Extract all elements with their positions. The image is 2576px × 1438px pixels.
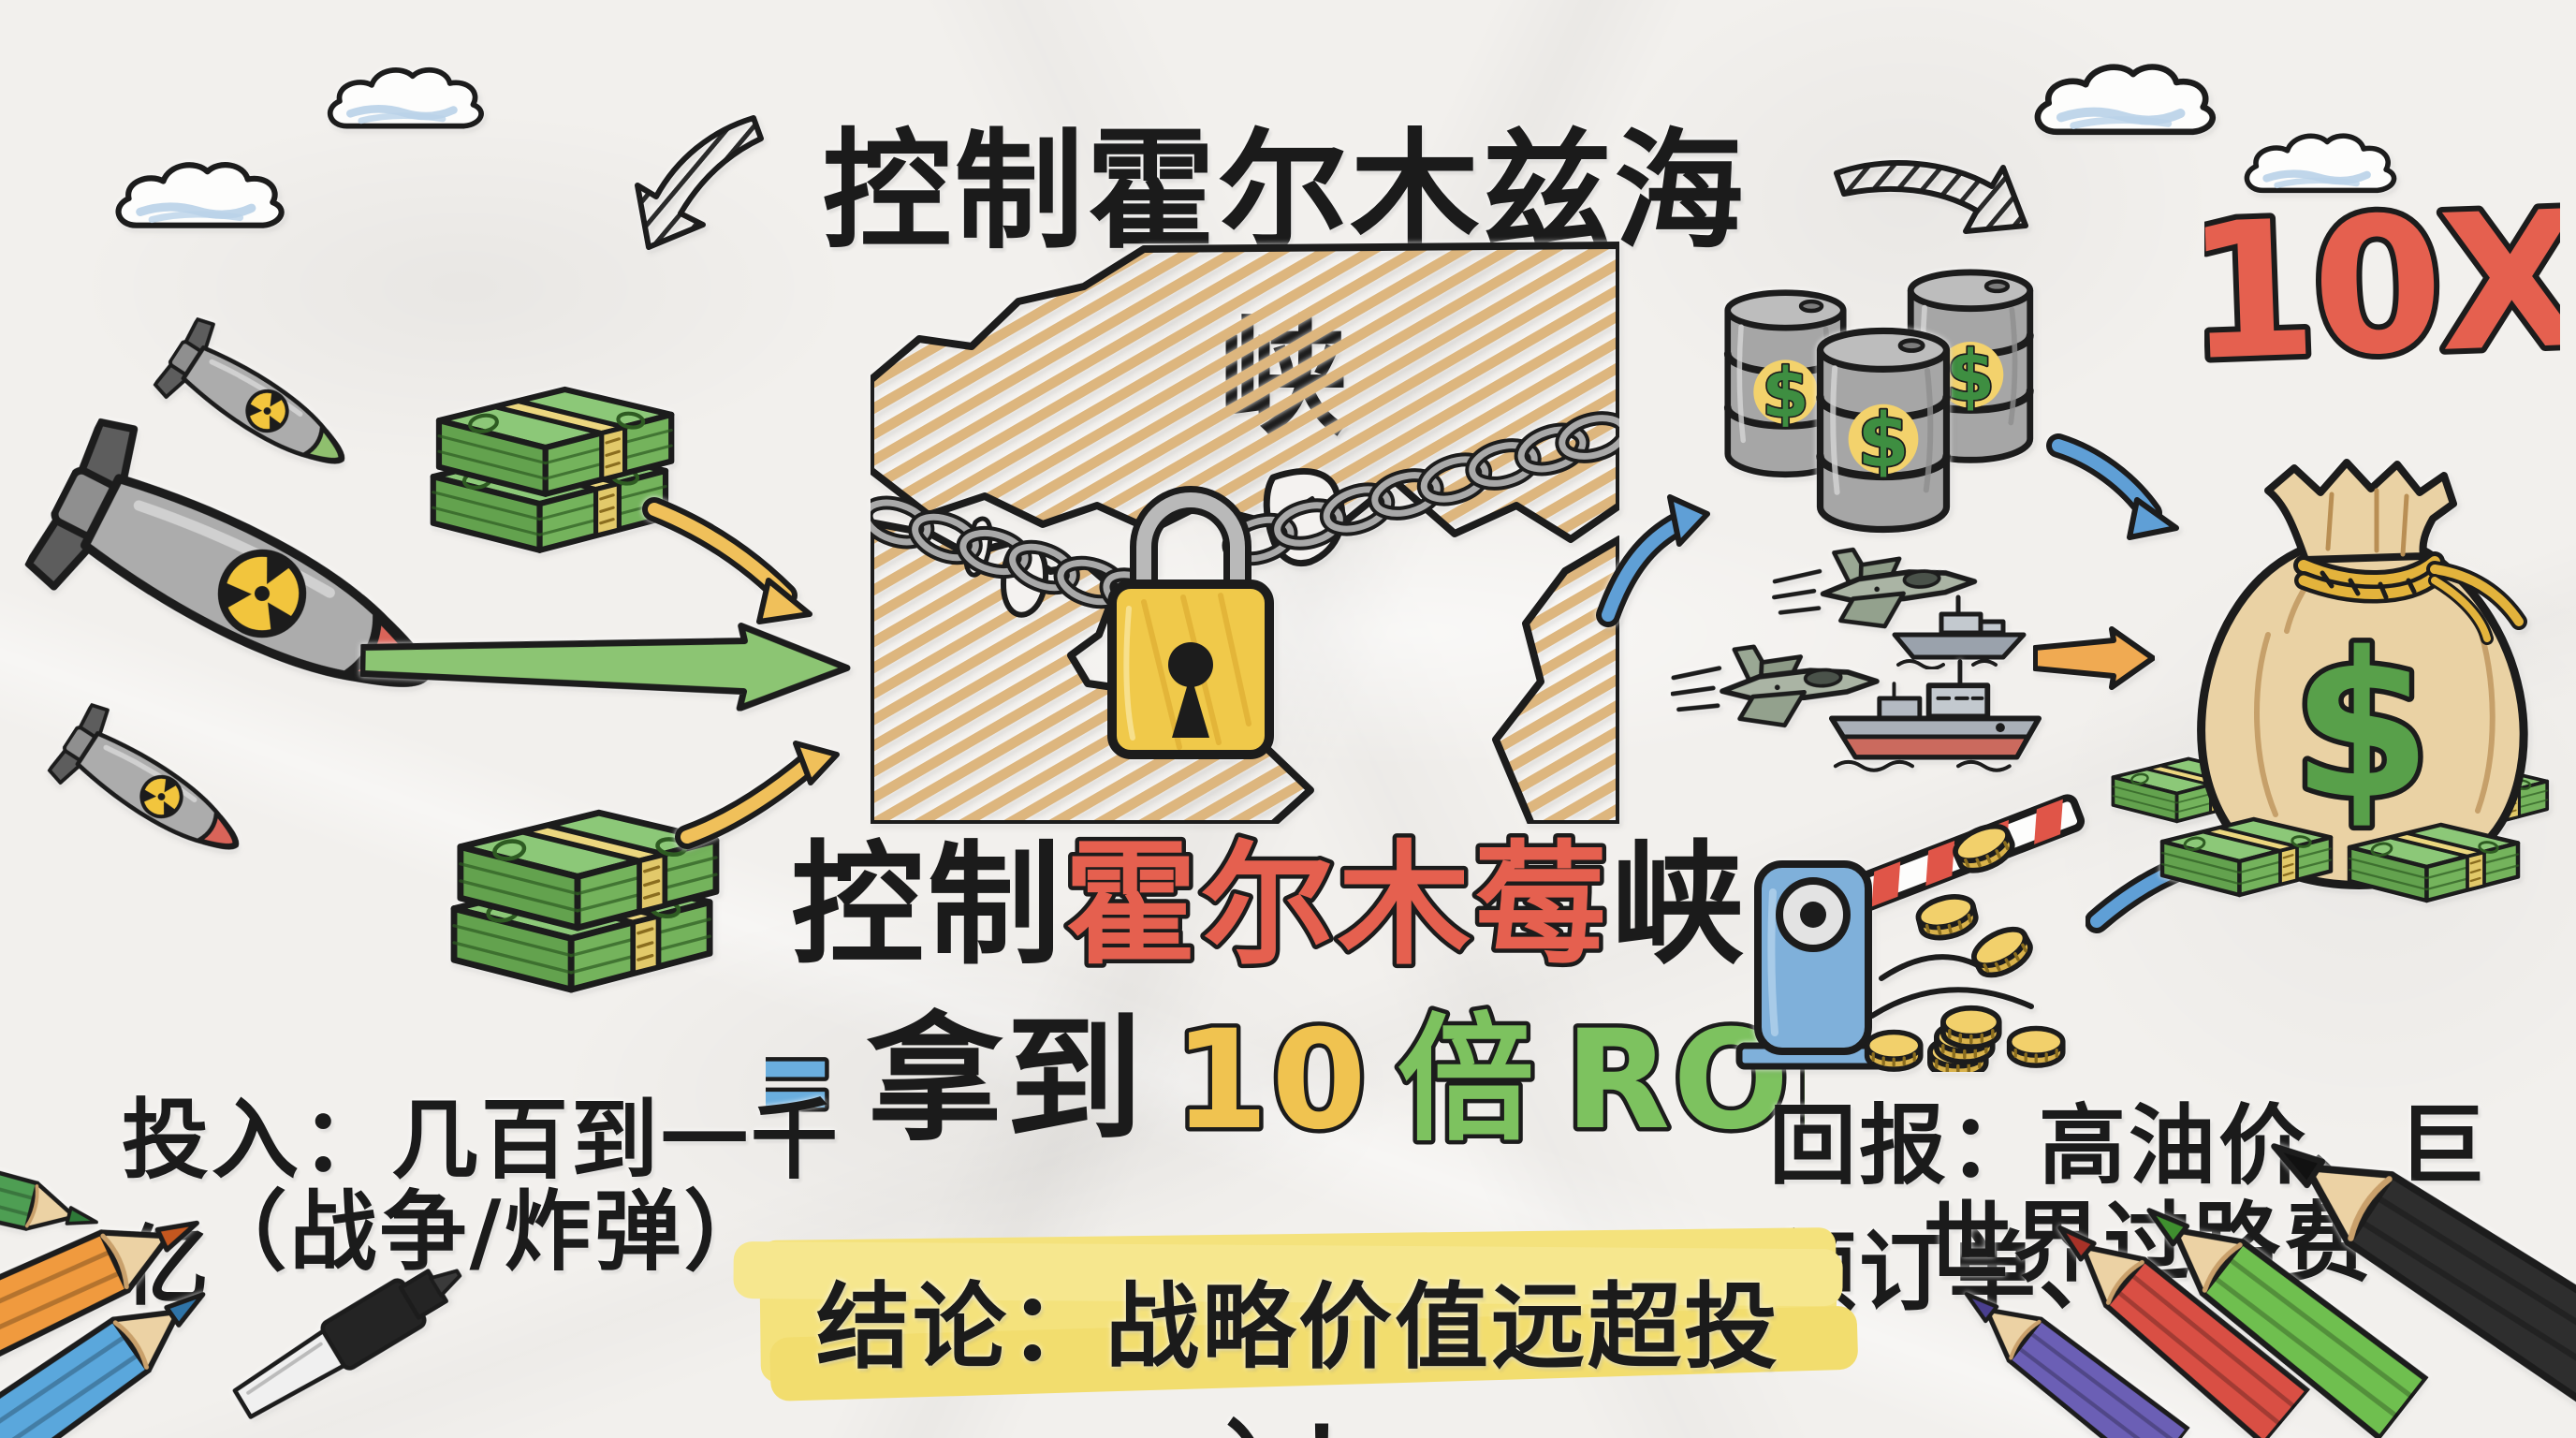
arrow-orange-right-icon [2033, 626, 2155, 690]
oil-barrel-icon: $ [1809, 323, 1957, 543]
oil-barrel-icon: $ [1900, 265, 2041, 473]
strait-prefix-text: 控制 [791, 829, 1064, 983]
arrow-yellow-up-right-icon [675, 741, 840, 849]
roi-number-text: 10 [1174, 1001, 1369, 1160]
investment-note-line1: 投入：几百到一千亿 [122, 1090, 841, 1317]
oil-barrel-icon: $ [1718, 286, 1853, 487]
sketch-arrow-down-right-icon [1834, 160, 2028, 234]
svg-text:控制霍尔木莓峡: 控制霍尔木莓峡 [791, 829, 1748, 983]
arrow-green-right-icon [359, 623, 851, 712]
dollar-sign-text: $ [2291, 609, 2432, 844]
sketch-arrow-down-left-icon [635, 115, 764, 250]
arrow-blue-down-right-icon [2046, 433, 2179, 540]
conclusion-banner: 结论：战略价值远超投入！ [816, 1272, 1780, 1438]
nuclear-bomb-icon [43, 697, 280, 897]
roi-equation-line: =拿到10倍ROI [766, 997, 1805, 1165]
cloud-icon [2014, 51, 2244, 154]
padlock-icon [1107, 486, 1274, 759]
take-text: 拿到 [867, 1001, 1146, 1160]
times-text: 倍 [1398, 1001, 1537, 1160]
cloud-icon [108, 148, 300, 249]
svg-text:=拿到10倍ROI: =拿到10倍ROI [766, 1001, 1805, 1160]
toll-gate-icon [1735, 794, 2086, 1072]
strait-name-text: 霍尔木莓 [1064, 829, 1611, 983]
arrow-yellow-down-right-icon [642, 497, 812, 624]
arrow-blue-up-right-icon [1596, 494, 1710, 627]
warship-icon [1821, 651, 2050, 779]
strait-map-lock-illustration [871, 242, 1619, 824]
coin-icon [1867, 819, 2063, 1072]
dollar-sign-text: $ [1857, 397, 1909, 484]
strait-suffix-text: 峡 [1611, 829, 1748, 983]
money-bag-icon: $ [2111, 459, 2550, 906]
equals-sign-text: = [766, 1001, 842, 1160]
dollar-sign-text: $ [1946, 335, 1995, 418]
multiplier-label: 10X [2204, 166, 2560, 393]
svg-text:10X: 10X [2204, 171, 2560, 393]
strait-equation-line: 控制霍尔木莓峡 [791, 825, 1748, 987]
investment-note-line2: （战争/炸弹） [199, 1181, 774, 1283]
dollar-sign-text: $ [1762, 354, 1809, 433]
cloud-icon [320, 54, 498, 148]
marker-icon [232, 1269, 462, 1419]
